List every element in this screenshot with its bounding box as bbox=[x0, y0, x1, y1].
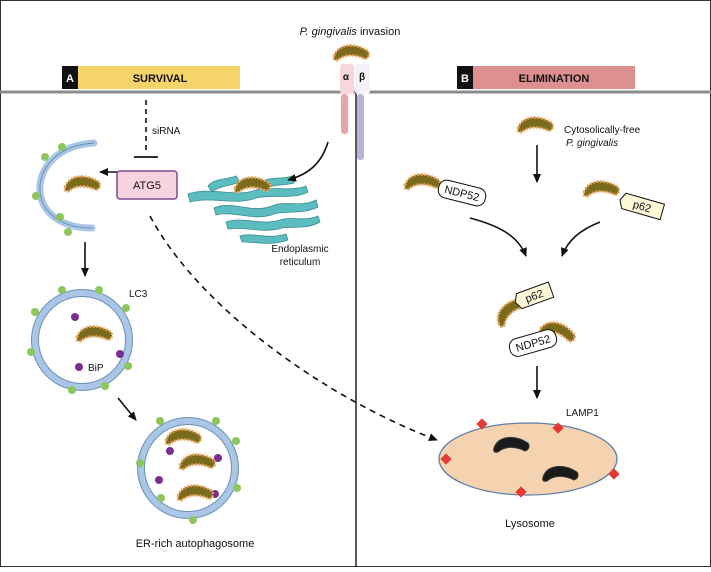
cytosolic-label-line2: P. gingivalis bbox=[566, 138, 618, 149]
panel-a-title: SURVIVAL bbox=[133, 73, 188, 85]
p62-tag-1: p62 bbox=[619, 192, 666, 221]
bip-dot bbox=[214, 454, 222, 462]
lc3-dot bbox=[68, 386, 76, 394]
panel-a-letter: A bbox=[66, 73, 74, 85]
er-autophagosome-label: ER-rich autophagosome bbox=[136, 538, 255, 550]
lc3-dot bbox=[122, 304, 130, 312]
panel-b-header bbox=[457, 66, 635, 89]
lysosome bbox=[438, 422, 618, 496]
phagophore-lc3-3 bbox=[32, 192, 40, 200]
lc3-dot bbox=[124, 362, 132, 370]
bip-dot bbox=[116, 350, 124, 358]
lc3-label: LC3 bbox=[129, 289, 148, 300]
p62-converge-arrow bbox=[561, 221, 601, 257]
lc3-dot bbox=[27, 348, 35, 356]
lamp1-marker bbox=[608, 468, 620, 480]
lc3-dot bbox=[189, 516, 197, 524]
phagophore-lc3-5 bbox=[64, 228, 72, 236]
bip-label: BiP bbox=[88, 363, 104, 374]
invasion-label: P. gingivalis invasion bbox=[300, 26, 401, 38]
integrin-beta-tail bbox=[357, 94, 364, 160]
lamp1-marker bbox=[515, 486, 527, 498]
lamp1-label: LAMP1 bbox=[566, 408, 599, 419]
autophagosome-1-outer bbox=[31, 289, 133, 391]
atg5-box bbox=[116, 170, 178, 200]
autophagosome-1-inner bbox=[38, 296, 126, 384]
panel-b-letter-box bbox=[457, 66, 473, 89]
lc3-dot bbox=[156, 417, 164, 425]
atg5-label: ATG5 bbox=[133, 180, 161, 192]
lc3-dot bbox=[101, 382, 109, 390]
lc3-dot bbox=[233, 484, 241, 492]
ndp52-converge-arrow bbox=[469, 217, 527, 257]
lamp1-marker bbox=[476, 418, 488, 430]
atg5-to-lysosome-dashed-arrow bbox=[149, 215, 438, 441]
receptor-to-er-arrow bbox=[287, 141, 329, 182]
lc3-dot bbox=[232, 437, 240, 445]
bip-dot bbox=[71, 313, 79, 321]
bip-dot bbox=[155, 476, 163, 484]
invasion-rest: invasion bbox=[357, 26, 400, 38]
lc3-dot bbox=[95, 286, 103, 294]
bip-dot bbox=[75, 363, 83, 371]
p62-tag-2: p62 bbox=[514, 281, 555, 310]
lysosome-label: Lysosome bbox=[505, 518, 555, 530]
lamp1-markers bbox=[440, 418, 620, 498]
lamp1-marker bbox=[552, 422, 564, 434]
lc3-dot bbox=[212, 417, 220, 425]
lamp1-marker bbox=[440, 453, 452, 465]
phagophore-lc3-1 bbox=[41, 153, 49, 161]
integrin-beta-label: β bbox=[359, 72, 365, 83]
phagophore-outline bbox=[39, 142, 95, 229]
sirna-label: siRNA bbox=[152, 126, 181, 137]
lc3-dot bbox=[136, 459, 144, 467]
cytosolic-label-line1: Cytosolically-free bbox=[564, 125, 641, 136]
phagophore-lc3-2 bbox=[58, 143, 66, 151]
panel-b-letter: B bbox=[461, 73, 469, 85]
integrin-beta-head bbox=[355, 64, 370, 94]
er-rich-autophagosome-outer bbox=[137, 417, 239, 519]
integrin-alpha-label: α bbox=[343, 72, 350, 83]
invasion-italic: P. gingivalis bbox=[300, 26, 358, 38]
p62-tag-1-label: p62 bbox=[631, 199, 652, 216]
bip-dot bbox=[166, 447, 174, 455]
phagophore-lc3-4 bbox=[56, 213, 64, 221]
er-label-line1: Endoplasmic bbox=[271, 244, 328, 255]
integrin-alpha-head bbox=[340, 64, 354, 94]
p62-tag-2-label: p62 bbox=[524, 288, 545, 306]
integrin-alpha-tail bbox=[341, 94, 348, 134]
er-label-line2: reticulum bbox=[280, 257, 321, 268]
lc3-dot bbox=[58, 286, 66, 294]
ndp52-tag-2: NDP52 bbox=[508, 329, 558, 357]
autophagosome-maturation-arrow bbox=[117, 397, 137, 421]
ndp52-tag-1: NDP52 bbox=[437, 179, 487, 207]
panel-a-header bbox=[62, 66, 240, 89]
er-rich-autophagosome-inner bbox=[144, 424, 232, 512]
lc3-dot bbox=[157, 494, 165, 502]
panel-a-letter-box bbox=[62, 66, 78, 89]
panel-b-title: ELIMINATION bbox=[519, 73, 590, 85]
lc3-dot bbox=[31, 308, 39, 316]
